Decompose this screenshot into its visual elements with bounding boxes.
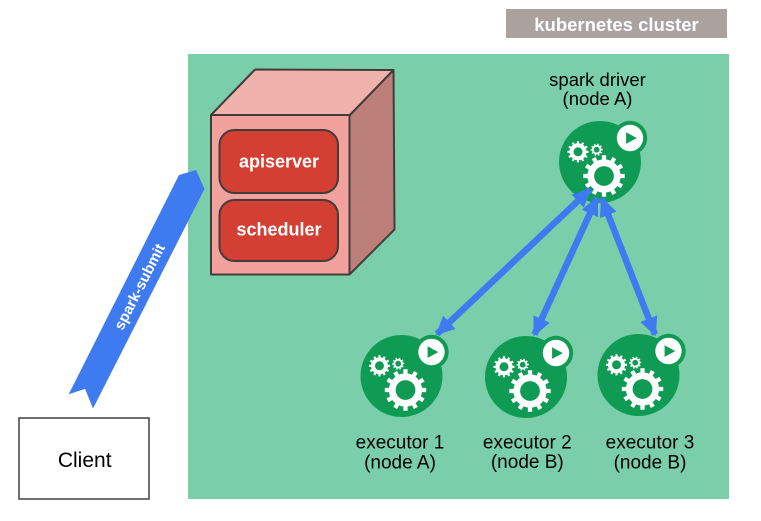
svg-text:executor 1: executor 1 xyxy=(356,433,445,454)
svg-text:(node B): (node B) xyxy=(491,452,564,473)
svg-text:(node B): (node B) xyxy=(614,452,687,473)
svg-text:executor 2: executor 2 xyxy=(483,432,572,453)
svg-text:scheduler: scheduler xyxy=(236,220,321,240)
svg-text:Client: Client xyxy=(58,449,112,472)
svg-text:(node A): (node A) xyxy=(563,88,633,109)
svg-text:apiserver: apiserver xyxy=(239,152,319,172)
svg-text:executor 3: executor 3 xyxy=(606,433,695,454)
svg-text:spark driver: spark driver xyxy=(549,69,646,90)
svg-text:(node A): (node A) xyxy=(364,452,436,473)
svg-text:kubernetes cluster: kubernetes cluster xyxy=(534,14,699,35)
